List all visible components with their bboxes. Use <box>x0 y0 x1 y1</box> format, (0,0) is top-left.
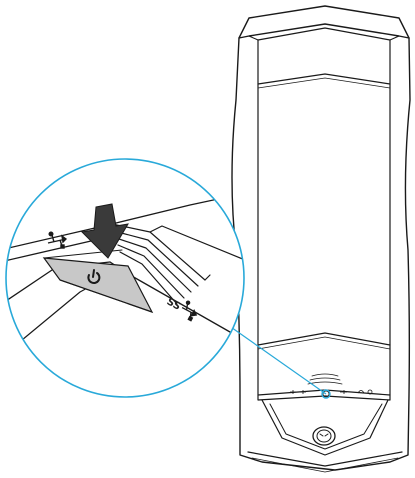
callout-leader <box>217 317 331 399</box>
lower-bay <box>261 399 389 456</box>
front-panel-upper-crease <box>257 73 391 85</box>
power-button-plate-edge <box>59 279 153 313</box>
down-arrow-icon <box>80 203 129 259</box>
leader-target-dot <box>321 389 331 399</box>
tower-port-icons <box>290 389 373 398</box>
callout-circle-border <box>5 158 245 398</box>
power-icon <box>322 390 330 398</box>
tower-base <box>247 451 403 467</box>
tower-outer-shell <box>231 37 411 471</box>
panel-upper-edge-inner <box>6 237 105 263</box>
lower-bay-inner <box>269 403 383 450</box>
vent-lines <box>307 373 343 385</box>
tower-top-cap <box>238 5 410 39</box>
alien-logo-icon <box>312 426 336 446</box>
usb-icon <box>47 231 68 249</box>
usb-icon <box>300 390 306 394</box>
usb-3-icon <box>340 390 347 394</box>
tower-front-panel <box>257 39 391 396</box>
tower-base-edge <box>251 457 399 473</box>
headphone-icon <box>357 390 365 394</box>
power-icon <box>87 269 101 285</box>
leader-line <box>217 317 327 395</box>
tower-case <box>231 5 411 473</box>
tower-top-ridge <box>248 35 400 41</box>
front-panel-top-edge <box>257 27 391 41</box>
callout-magnifier: SS <box>5 158 245 398</box>
usb-icon <box>290 390 296 394</box>
front-panel-upper-crease-shade <box>257 77 391 89</box>
usb-3-icon: SS <box>165 296 198 322</box>
front-panel-lower-crease-shade <box>257 336 391 350</box>
mic-icon <box>367 389 373 395</box>
front-panel-lower-crease <box>257 332 391 346</box>
